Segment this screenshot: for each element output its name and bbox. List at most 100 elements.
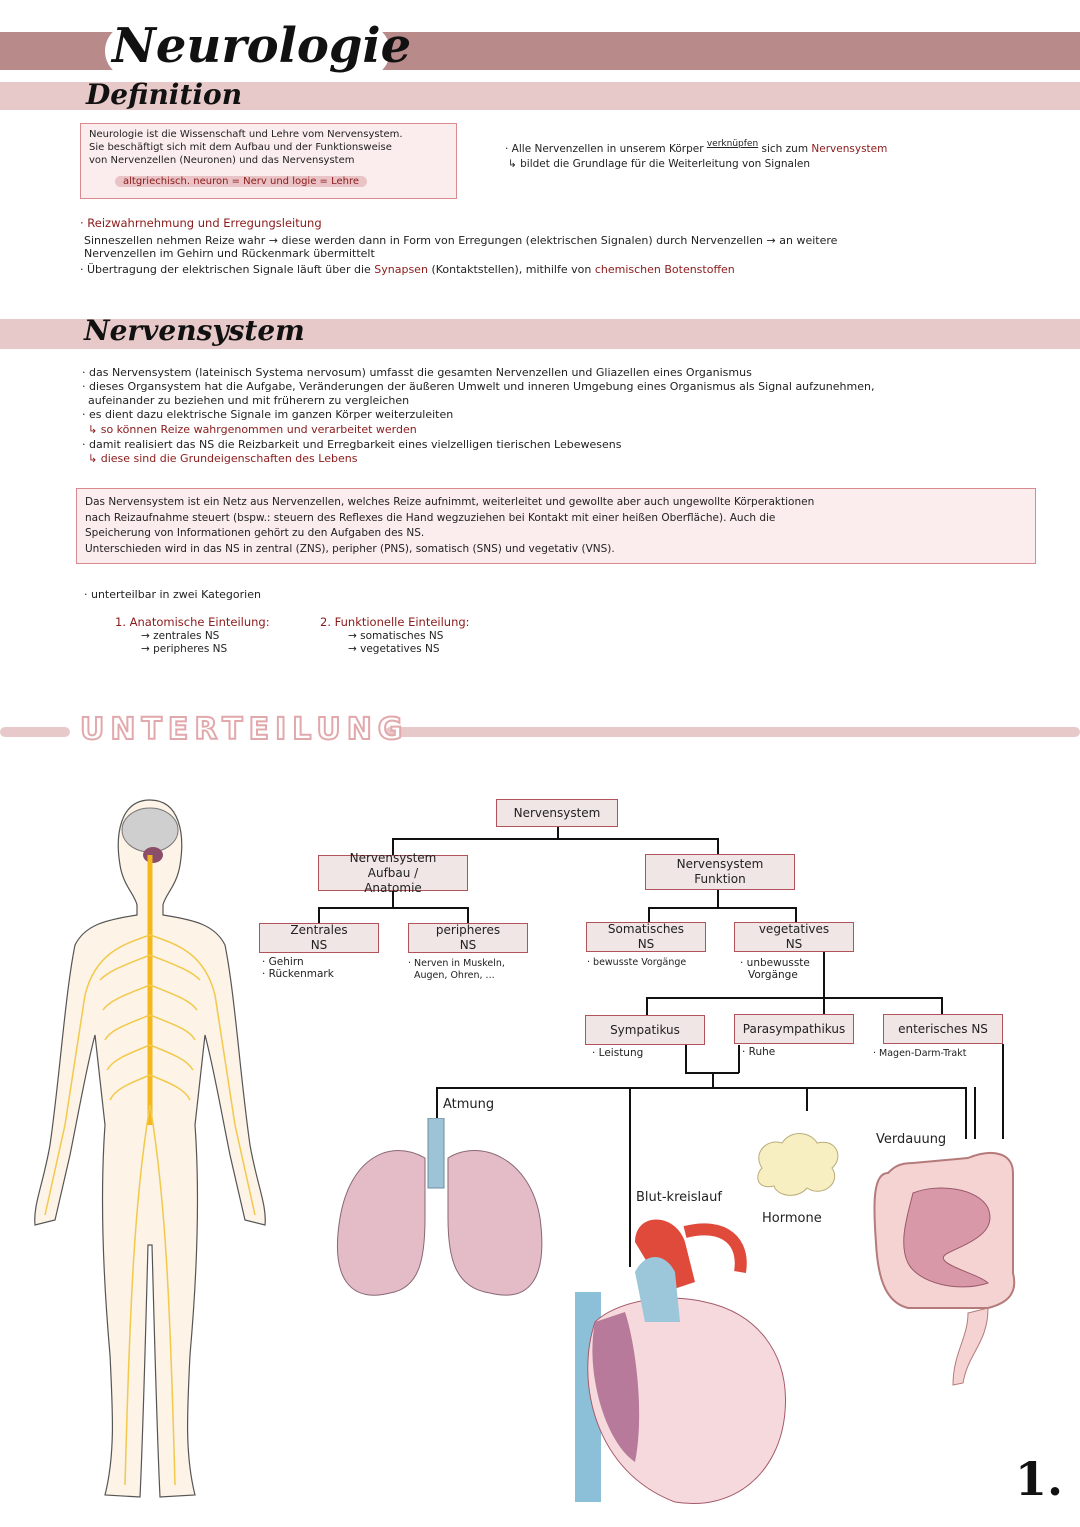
unterteilung-line-right [385, 727, 1080, 737]
connector [629, 1087, 631, 1267]
connector [738, 1045, 740, 1073]
category-item: → vegetatives NS [348, 643, 440, 655]
tree-parasympathikus: Parasympathikus [734, 1014, 854, 1044]
definition-box: Neurologie ist die Wissenschaft und Lehr… [80, 123, 457, 199]
text: · Übertragung der elektrischen Signale l… [80, 263, 371, 276]
bullet: · damit realisiert das NS die Reizbarkei… [82, 437, 622, 451]
connector [557, 827, 559, 839]
connector [392, 838, 718, 840]
tree-root: Nervensystem [496, 799, 618, 827]
section-unterteilung-heading: UNTERTEILUNG [79, 711, 409, 748]
highlight: chemischen Botenstoffen [594, 263, 735, 276]
lungs-illustration [336, 1118, 543, 1296]
text: (Kontaktstellen), mithilfe von [431, 263, 592, 276]
note-line: Vorgänge [748, 969, 798, 981]
connector [717, 838, 719, 855]
highlight: Synapsen [374, 263, 428, 276]
category-title: 1. Anatomische Einteilung: [115, 615, 270, 629]
summary-line: Speicherung von Informationen gehört zu … [85, 527, 425, 539]
bullet: · dieses Organsystem hat die Aufgabe, Ve… [82, 379, 875, 393]
connector [436, 1087, 438, 1119]
page-title: Neurologie [112, 18, 412, 74]
category-title: 2. Funktionelle Einteilung: [320, 615, 470, 629]
etymology-pill: altgriechisch. neuron = Nerv und logie =… [115, 176, 368, 187]
category-item: → zentrales NS [141, 630, 220, 642]
parasympathikus-note: · Ruhe [742, 1046, 776, 1058]
section-nervensystem-heading: Nervensystem [84, 314, 305, 347]
connector [1002, 1044, 1004, 1139]
enterisch-note: · Magen-Darm-Trakt [873, 1048, 967, 1059]
connector [646, 997, 648, 1015]
label-hormone: Hormone [762, 1211, 822, 1226]
side-text: sich zum [761, 143, 809, 155]
side-verb: verknüpfen [706, 139, 759, 149]
zns-note: · Gehirn· Rückenmark [262, 956, 334, 980]
note-line: · Rückenmark [262, 968, 334, 980]
sympatikus-note: · Leistung [592, 1047, 644, 1059]
connector [318, 907, 320, 923]
intestines-illustration [873, 1152, 1016, 1386]
human-body-nervous-system-illustration [34, 799, 266, 1498]
nervensystem-band [0, 319, 1080, 349]
bullet: aufeinander zu beziehen und mit früherer… [88, 393, 410, 407]
tree-function: Nervensystem Funktion [645, 854, 795, 890]
bullet: · es dient dazu elektrische Signale im g… [82, 407, 454, 421]
definition-line: Sie beschäftigt sich mit dem Aufbau und … [89, 142, 392, 153]
summary-line: Unterschieden wird in das NS in zentral … [85, 542, 615, 555]
nervensystem-bullets: · das Nervensystem (lateinisch Systema n… [82, 366, 874, 466]
connector [717, 890, 719, 908]
connector [318, 907, 468, 909]
reiz-paragraph: Nervenzellen im Gehirn und Rückenmark üb… [84, 247, 375, 260]
connector [646, 997, 942, 999]
summary-line: Das Nervensystem ist ein Netz aus Nerven… [85, 496, 815, 508]
connector [436, 1087, 966, 1089]
summary-box: Das Nervensystem ist ein Netz aus Nerven… [76, 488, 1036, 564]
connector [795, 907, 797, 923]
tree-sns: Somatisches NS [586, 922, 706, 952]
categories-intro: · unterteilbar in zwei Kategorien [84, 588, 261, 601]
side-highlight: Nervensystem [811, 143, 888, 155]
category-function: 2. Funktionelle Einteilung: → somatische… [320, 615, 470, 656]
reiz-heading: · Reizwahrnehmung und Erregungsleitung [80, 216, 322, 230]
definition-line: Neurologie ist die Wissenschaft und Lehr… [89, 129, 403, 140]
category-item: → peripheres NS [141, 643, 228, 655]
summary-line: nach Reizaufnahme steuert (bspw.: steuer… [85, 511, 776, 524]
page-number: 1. [1015, 1452, 1064, 1506]
label-blutkreislauf: Blut-kreislauf [636, 1190, 722, 1205]
side-note-2: ↳ bildet die Grundlage für die Weiterlei… [508, 158, 810, 170]
connector [806, 1087, 808, 1111]
note-line: · Gehirn [262, 956, 304, 968]
tree-zns: Zentrales NS [259, 923, 379, 953]
bullet: · das Nervensystem (lateinisch Systema n… [82, 366, 752, 379]
connector [467, 907, 469, 923]
pns-note: · Nerven in Muskeln,Augen, Ohren, ... [408, 958, 505, 982]
section-definition-heading: Definition [86, 78, 243, 111]
connector [712, 1072, 714, 1088]
label-verdauung: Verdauung [876, 1132, 947, 1147]
connector [392, 838, 394, 855]
category-anatomy: 1. Anatomische Einteilung: → zentrales N… [115, 615, 270, 656]
bullet: ↳ diese sind die Grundeigenschaften des … [88, 451, 358, 465]
tree-anatomy: Nervensystem Aufbau / Anatomie [318, 851, 468, 895]
note-line: · Nerven in Muskeln, [408, 958, 505, 969]
connector [392, 891, 394, 908]
tree-vns: vegetatives NS [734, 922, 854, 952]
synapse-line: · Übertragung der elektrischen Signale l… [80, 262, 735, 277]
unterteilung-line-left [0, 727, 70, 737]
connector [823, 952, 825, 998]
label-atmung: Atmung [443, 1097, 495, 1112]
definition-line: von Nervenzellen (Neuronen) und das Nerv… [89, 155, 355, 166]
hormone-gland-illustration [757, 1133, 839, 1196]
connector [974, 1087, 976, 1139]
connector [648, 907, 796, 909]
note-line: Augen, Ohren, ... [414, 970, 495, 981]
side-note-1: · Alle Nervenzellen in unserem Körper ve… [505, 139, 888, 158]
tree-sympatikus: Sympatikus [585, 1015, 705, 1045]
bullet: ↳ so können Reize wahrgenommen und verar… [88, 422, 417, 436]
note-line: · unbewusste [740, 957, 810, 969]
connector [823, 997, 825, 1015]
title-banner-gap [105, 24, 390, 78]
sns-note: · bewusste Vorgänge [587, 957, 687, 968]
tree-pns: peripheres NS [408, 923, 528, 953]
